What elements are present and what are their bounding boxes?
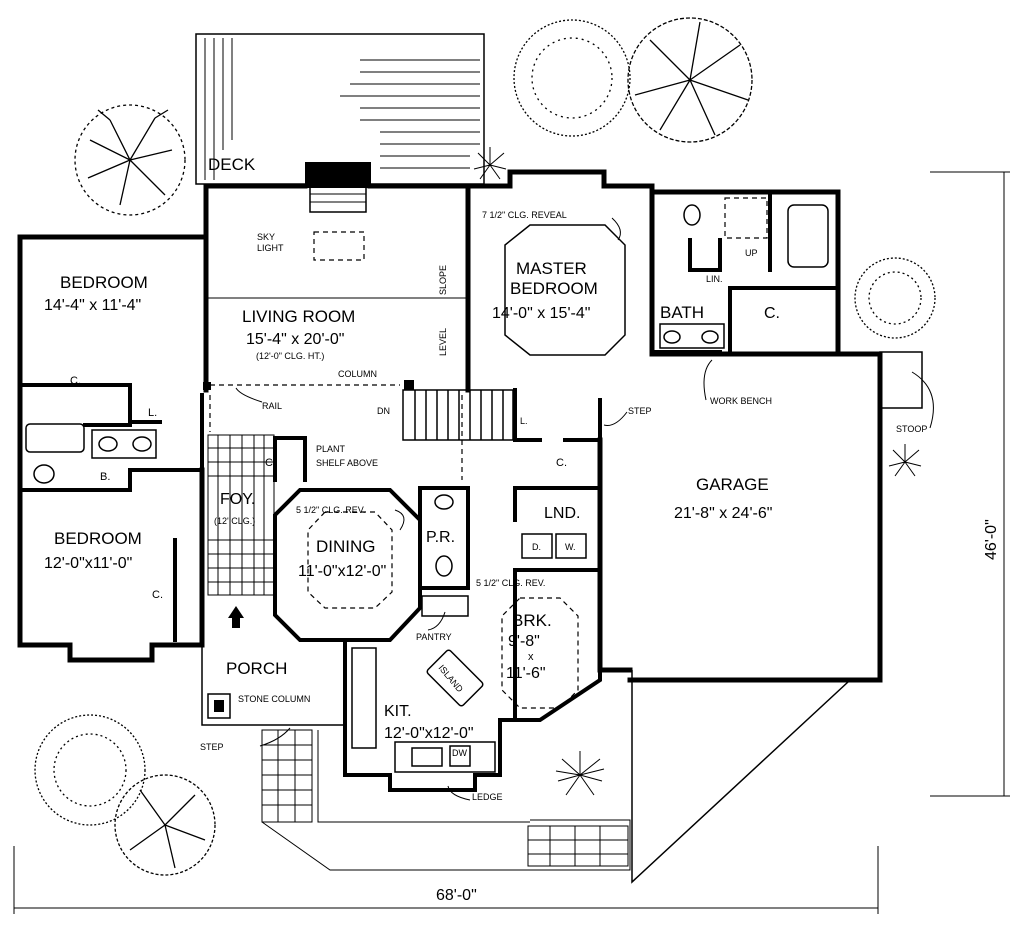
kitchen-dimension: 12'-0"x12'-0" (384, 725, 474, 742)
laundry-label: LND. (544, 505, 580, 522)
walkway (261, 729, 631, 871)
master-ceiling-reveal-label: 7 1/2" CLG. REVEAL (482, 210, 567, 220)
breakfast-dimension-x: x (528, 651, 534, 663)
powder-room-label: P.R. (426, 529, 455, 546)
master-closet-label: C. (764, 305, 780, 322)
skylight-label-1: SKY (257, 232, 275, 242)
slope-label: SLOPE (438, 265, 448, 295)
hall-linen-label: L. (148, 407, 157, 419)
hall-bath-label: B. (100, 471, 110, 483)
plant-shelf-label-1: PLANT (316, 444, 346, 454)
tree-bottom-left (34, 714, 216, 876)
rail (203, 297, 468, 480)
deck-label: DECK (208, 155, 256, 174)
exterior-walls (17, 169, 883, 683)
column-label: COLUMN (338, 369, 377, 379)
stoop (879, 351, 923, 409)
porch (201, 606, 345, 726)
fireplace (305, 162, 371, 213)
shrub-kitchen (555, 751, 605, 796)
step-label-top: STEP (628, 406, 652, 416)
driveway (631, 670, 849, 884)
dishwasher-label: DW (452, 748, 467, 758)
dining-dimension: 11'-0"x12'-0" (298, 563, 386, 580)
laundry-closet-label: C. (556, 457, 567, 469)
stair-linen-label: L. (520, 416, 528, 426)
rail-label: RAIL (262, 401, 282, 411)
breakfast-ceiling-reveal: 5 1/2" CLG. REV. (476, 578, 545, 588)
skylight (313, 231, 365, 261)
breakfast-name: BRK. (512, 611, 552, 630)
master-ceiling-reveal (504, 224, 626, 356)
stone-column-label: STONE COLUMN (238, 694, 310, 704)
stairs (402, 389, 514, 441)
overall-depth: 46'-0" (983, 519, 1000, 560)
foyer-name: FOY. (220, 491, 255, 508)
work-bench-label: WORK BENCH (710, 396, 772, 406)
foyer-closet-label: C. (265, 457, 276, 469)
pantry-label: PANTRY (416, 632, 452, 642)
bedroom-1-name: BEDROOM (60, 273, 148, 292)
bath-label: BATH (660, 303, 704, 322)
garage-name: GARAGE (696, 475, 769, 494)
garage-dimension: 21'-8" x 24'-6" (674, 505, 772, 522)
kitchen-name: KIT. (384, 703, 412, 720)
tree-top-center (513, 19, 631, 137)
kitchen-walls (343, 638, 517, 792)
master-bedroom-name-1: MASTER (516, 259, 587, 278)
laundry-machines (521, 533, 587, 559)
shrub-stoop (888, 444, 922, 477)
master-bedroom-dimension: 14'-0" x 15'-4" (492, 305, 590, 322)
skylight-label-2: LIGHT (257, 243, 284, 253)
master-bedroom-name-2: BEDROOM (510, 279, 598, 298)
bedroom-2-dimension: 12'-0"x11'-0" (44, 555, 132, 572)
tree-right (854, 257, 936, 339)
linen-label: LIN. (706, 274, 723, 284)
dining-ceiling-reveal: 5 1/2" CLG. REV. (296, 505, 365, 515)
hall-bath-fixtures (25, 423, 157, 484)
breakfast-walls (501, 568, 602, 722)
plant-shelf-label-2: SHELF ABOVE (316, 458, 378, 468)
bedroom-2-name: BEDROOM (54, 529, 142, 548)
island (426, 649, 484, 707)
living-room-dimension: 15'-4" x 20'-0" (246, 331, 344, 348)
foyer-tile (207, 434, 275, 596)
ledge-label: LEDGE (472, 792, 503, 802)
bedroom-1-closet-label: C. (70, 375, 81, 387)
foyer-ceiling: (12' CLG.) (214, 516, 255, 526)
stoop-label: STOOP (896, 424, 927, 434)
tree-top-right (627, 17, 753, 143)
overall-dimensions: 68'-0" 46'-0" (436, 519, 1000, 904)
leader-lines (235, 217, 934, 801)
tree-top-left (74, 104, 186, 216)
level-label: LEVEL (438, 328, 448, 356)
dining-walls (273, 488, 422, 642)
overall-width: 68'-0" (436, 887, 477, 904)
living-room-ceiling: (12'-0" CLG. HT.) (256, 351, 324, 361)
up-label: UP (745, 248, 758, 258)
interior-walls (18, 190, 840, 642)
washer-label: W. (565, 542, 576, 552)
room-labels: DECK SKY LIGHT BEDROOM 14'-4" x 11'-4" L… (44, 155, 927, 802)
shrub-top (473, 147, 507, 180)
powder-room (418, 486, 470, 617)
breakfast-dimension-1: 9'-8" (508, 633, 540, 650)
dimension-lines (13, 171, 1010, 914)
down-label: DN (377, 406, 390, 416)
master-bath-fixtures (659, 197, 829, 349)
living-room-name: LIVING ROOM (242, 307, 355, 326)
porch-name: PORCH (226, 659, 287, 678)
bedroom-1-dimension: 14'-4" x 11'-4" (44, 297, 141, 314)
breakfast-dimension-2: 11'-6" (506, 665, 546, 682)
dryer-label: D. (532, 542, 541, 552)
bedroom-2-closet-label: C. (152, 589, 163, 601)
island-label: ISLAND (436, 663, 465, 695)
step-label-bottom: STEP (200, 742, 224, 752)
dining-name: DINING (316, 537, 376, 556)
